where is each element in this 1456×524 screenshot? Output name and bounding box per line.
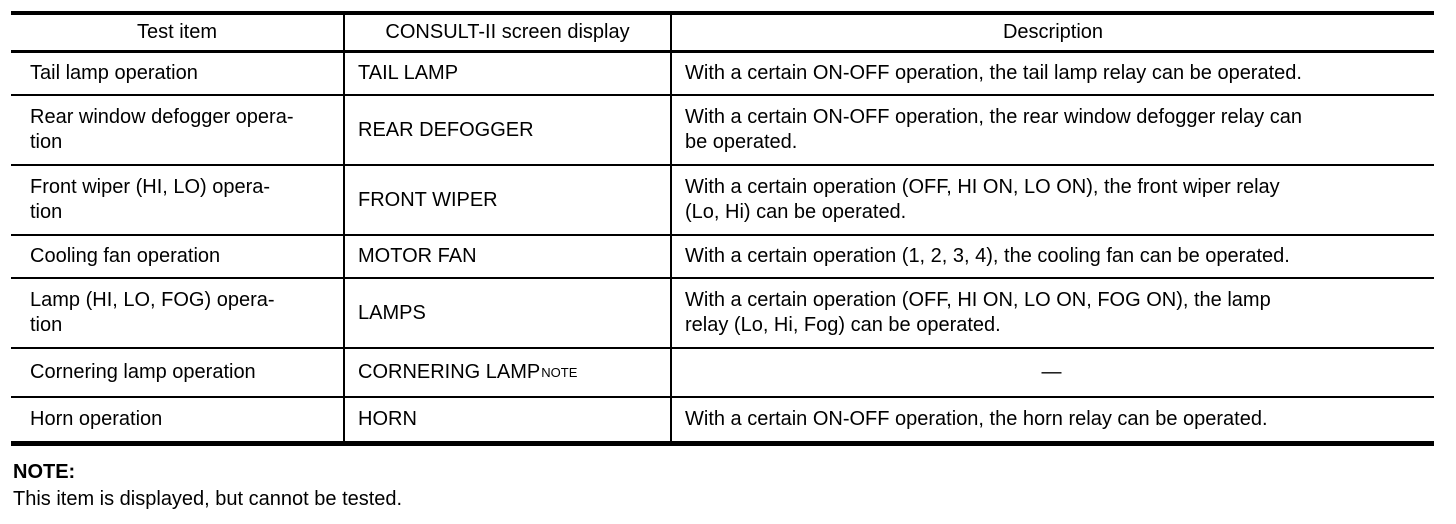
cell-description: With a certain operation (OFF, HI ON, LO…	[685, 289, 1271, 336]
cornering-lamp-label: CORNERING LAMP	[358, 361, 541, 383]
cell-test-item: Tail lamp operation	[11, 53, 345, 94]
footnote: NOTE: This item is displayed, but cannot…	[13, 459, 402, 513]
cell-consult-display: MOTOR FAN	[345, 236, 672, 277]
cell-test-item: Lamp (HI, LO, FOG) opera- tion	[11, 279, 345, 347]
cell-description: With a certain operation (1, 2, 3, 4), t…	[685, 245, 1290, 267]
header-cell-test-item: Test item	[11, 15, 345, 50]
header-cell-consult-display: CONSULT-II screen display	[345, 15, 672, 50]
table-row-cooling-fan: Cooling fan operation MOTOR FAN With a c…	[11, 236, 1434, 279]
consult-test-table: Test item CONSULT-II screen display Desc…	[11, 11, 1434, 446]
footnote-text: This item is displayed, but cannot be te…	[13, 488, 403, 510]
cell-test-item: Rear window defogger opera- tion	[11, 96, 345, 164]
cell-description: With a certain operation (OFF, HI ON, LO…	[685, 176, 1280, 223]
cell-description: With a certain ON-OFF operation, the rea…	[685, 106, 1302, 153]
header-cell-description: Description	[1002, 21, 1104, 43]
cell-description: With a certain ON-OFF operation, the hor…	[685, 408, 1268, 430]
table-header-row: Test item CONSULT-II screen display Desc…	[11, 15, 1434, 53]
cell-consult-display: TAIL LAMP	[345, 53, 672, 94]
cell-test-item: Horn operation	[11, 398, 345, 441]
cell-description: With a certain ON-OFF operation, the tai…	[685, 62, 1302, 84]
table-row-rear-defogger: Rear window defogger opera- tion REAR DE…	[11, 96, 1434, 166]
cell-test-item: Cornering lamp operation	[11, 349, 345, 396]
table-row-front-wiper: Front wiper (HI, LO) opera- tion FRONT W…	[11, 166, 1434, 236]
cell-test-item: Cooling fan operation	[11, 236, 345, 277]
footnote-label: NOTE:	[13, 461, 76, 483]
cell-test-item: Front wiper (HI, LO) opera- tion	[11, 166, 345, 234]
table-row-tail-lamp: Tail lamp operation TAIL LAMP With a cer…	[11, 53, 1434, 96]
cell-consult-display: REAR DEFOGGER	[345, 96, 672, 164]
cell-consult-display: HORN	[345, 398, 672, 441]
table-row-horn: Horn operation HORN With a certain ON-OF…	[11, 398, 1434, 441]
table-row-lamps: Lamp (HI, LO, FOG) opera- tion LAMPS Wit…	[11, 279, 1434, 349]
cell-consult-display: FRONT WIPER	[345, 166, 672, 234]
cell-description-dash: —	[1041, 361, 1062, 383]
cell-consult-display: LAMPS	[345, 279, 672, 347]
